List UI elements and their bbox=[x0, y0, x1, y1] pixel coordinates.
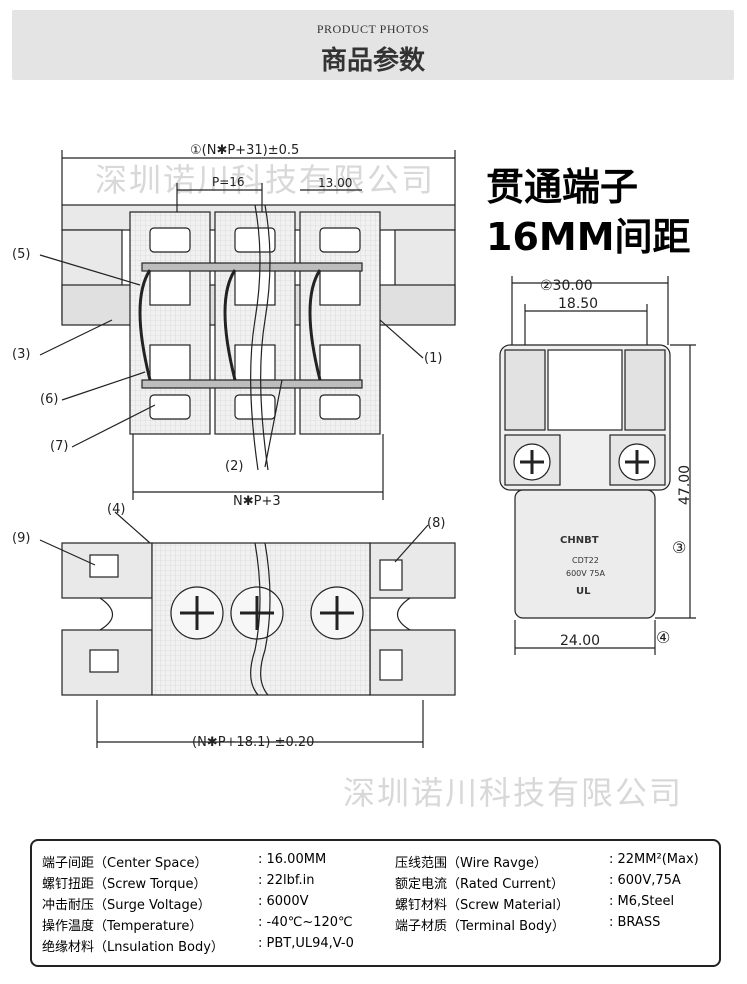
label-brand: CHNBT bbox=[560, 535, 599, 546]
spec-left-value-0: : 16.00MM bbox=[258, 852, 327, 867]
callout-3: (3) bbox=[12, 347, 30, 362]
label-model: CDT22 bbox=[572, 556, 599, 565]
watermark-bottom: 深圳诺川科技有限公司 bbox=[343, 774, 684, 812]
spec-left-label-1: 螺钉扭距（Screw Torque） bbox=[42, 877, 207, 892]
dim-13: 13.00 bbox=[318, 176, 352, 190]
callout-8: (8) bbox=[427, 516, 445, 531]
spec-left-value-3: : -40℃~120℃ bbox=[258, 915, 353, 930]
front-view bbox=[39, 150, 456, 500]
spec-left-label-3: 操作温度（Temperature） bbox=[42, 919, 203, 934]
spec-left-value-1: : 22lbf.in bbox=[258, 873, 315, 888]
spec-panel: 端子间距（Center Space） : 16.00MM 螺钉扭距（Screw … bbox=[30, 839, 721, 967]
dim-n-p-3: N✱P+3 bbox=[233, 494, 281, 509]
label-ul-mark: UL bbox=[576, 586, 591, 597]
bottom-view bbox=[39, 511, 456, 748]
product-title-line2: 16MM间距 bbox=[486, 215, 691, 259]
spec-right-label-3: 端子材质（Terminal Body） bbox=[395, 919, 565, 934]
callout-7: (7) bbox=[50, 439, 68, 454]
marker-4: ④ bbox=[656, 628, 670, 647]
spec-left-label-4: 绝缘材料（Lnsulation Body） bbox=[42, 940, 224, 955]
dim-47: 47.00 bbox=[677, 465, 693, 505]
spec-right-value-0: : 22MM²(Max) bbox=[609, 852, 699, 867]
callout-1: (1) bbox=[424, 351, 442, 366]
spec-left-value-2: : 6000V bbox=[258, 894, 309, 909]
watermark-top: 深圳诺川科技有限公司 bbox=[95, 161, 436, 199]
spec-left-value-4: : PBT,UL94,V-0 bbox=[258, 936, 354, 951]
header-banner: PRODUCT PHOTOS 商品参数 bbox=[12, 10, 734, 80]
spec-right-label-2: 螺钉材料（Screw Material） bbox=[395, 898, 570, 913]
dim-overall: ①(N✱P+31)±0.5 bbox=[190, 143, 299, 158]
dim-18-50: 18.50 bbox=[558, 296, 598, 312]
spec-right-value-1: : 600V,75A bbox=[609, 873, 681, 888]
dim-30: ②30.00 bbox=[540, 278, 593, 294]
spec-right-value-3: : BRASS bbox=[609, 915, 661, 930]
callout-5: (5) bbox=[12, 247, 30, 262]
callout-4: (4) bbox=[107, 502, 125, 517]
dim-24: 24.00 bbox=[560, 633, 600, 649]
marker-3: ③ bbox=[672, 538, 686, 557]
label-rating: 600V 75A bbox=[566, 569, 605, 578]
callout-9: (9) bbox=[12, 531, 30, 546]
spec-right-label-0: 压线范围（Wire Ravge） bbox=[395, 856, 548, 871]
product-title-line1: 贯通端子 bbox=[486, 165, 639, 209]
dim-pitch: P=16 bbox=[212, 175, 245, 189]
spec-right-label-1: 额定电流（Rated Current） bbox=[395, 877, 565, 892]
dim-n-p-18-1: (N✱P+18.1) ±0.20 bbox=[192, 735, 314, 750]
spec-left-label-2: 冲击耐压（Surge Voltage） bbox=[42, 898, 211, 913]
spec-right-value-2: : M6,Steel bbox=[609, 894, 675, 909]
callout-6: (6) bbox=[40, 392, 58, 407]
spec-left-label-0: 端子间距（Center Space） bbox=[42, 856, 208, 871]
side-view bbox=[499, 276, 696, 655]
header-title-cn: 商品参数 bbox=[320, 46, 425, 76]
header-title-en: PRODUCT PHOTOS bbox=[316, 22, 430, 36]
callout-2: (2) bbox=[225, 459, 243, 474]
